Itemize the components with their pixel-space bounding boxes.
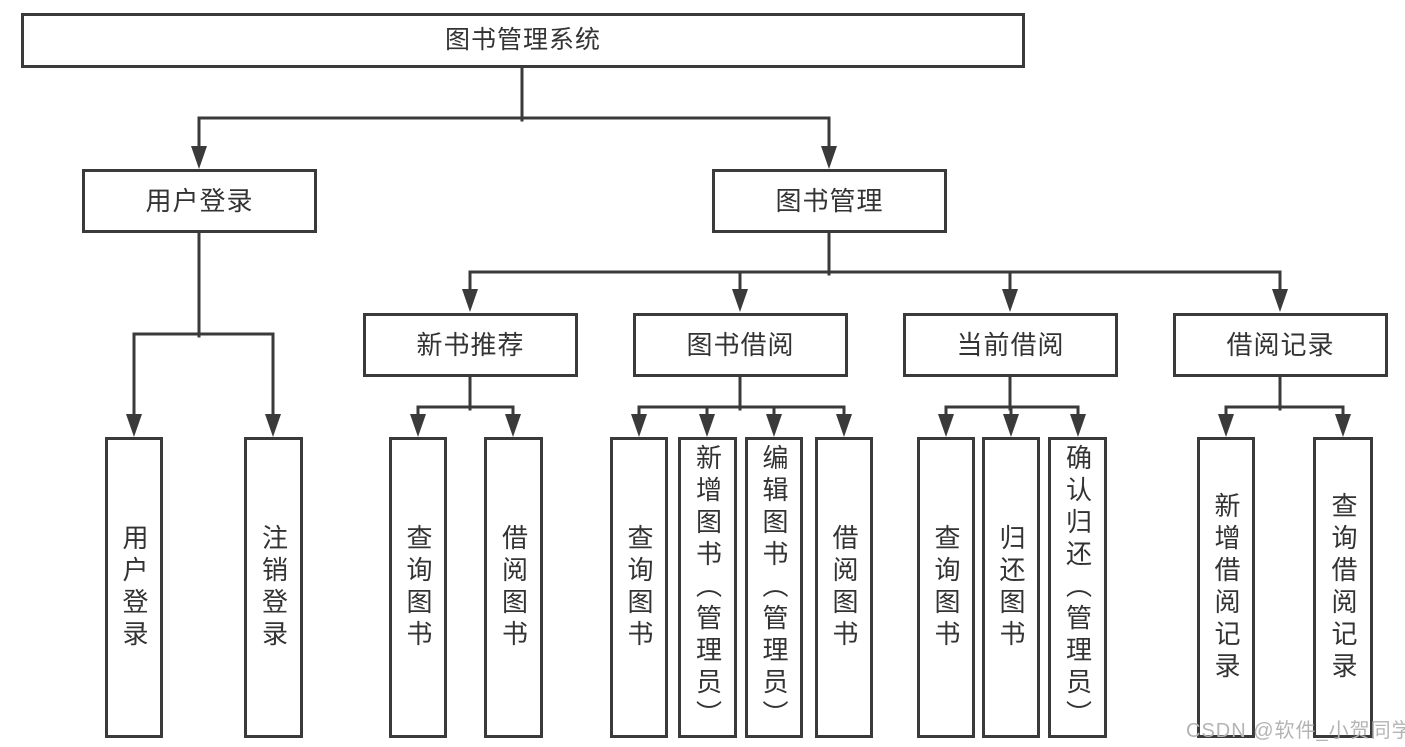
arrowhead <box>938 414 954 437</box>
arrowhead <box>631 414 647 437</box>
node-user-login: 用户登录 <box>82 169 317 233</box>
leaf-return-books-label: 归还图书 <box>996 523 1026 652</box>
leaf-logout: 注销登录 <box>244 437 303 738</box>
node-current-borrow: 当前借阅 <box>903 313 1118 377</box>
leaf-bor-borrow-books: 借阅图书 <box>815 437 873 738</box>
connector-bookmgmt-to-level3 <box>462 231 1288 312</box>
leaf-confirm-return-admin-label: 确认归还（管理员） <box>1062 443 1093 732</box>
leaf-rec-borrow-books-label: 借阅图书 <box>498 523 529 652</box>
leaf-return-books: 归还图书 <box>982 437 1040 738</box>
arrowhead <box>1218 414 1234 437</box>
node-user-login-label: 用户登录 <box>145 186 254 216</box>
connector-userlogin-to-leaves <box>126 231 281 437</box>
node-book-borrow-label: 图书借阅 <box>686 330 795 360</box>
arrowhead <box>410 414 426 437</box>
node-book-borrow: 图书借阅 <box>633 313 848 377</box>
leaf-edit-books-admin-label: 编辑图书（管理员） <box>759 443 789 732</box>
leaf-cur-query-books: 查询图书 <box>917 437 975 738</box>
arrowhead <box>1002 289 1018 312</box>
leaf-rec-borrow-books: 借阅图书 <box>484 437 543 738</box>
csdn-watermark: CSDN @软件_小贺同学 <box>1186 720 1405 742</box>
leaf-rec-query-books-label: 查询图书 <box>403 523 433 652</box>
arrowhead <box>462 289 478 312</box>
node-new-book-rec-label: 新书推荐 <box>416 330 525 360</box>
arrowhead <box>836 414 852 437</box>
arrowhead <box>699 414 715 437</box>
leaf-cur-query-books-label: 查询图书 <box>931 523 961 652</box>
leaf-add-borrow-record-label: 新增借阅记录 <box>1211 491 1241 684</box>
leaf-bor-borrow-books-label: 借阅图书 <box>829 523 859 652</box>
leaf-edit-books-admin: 编辑图书（管理员） <box>745 437 803 738</box>
leaf-logout-label: 注销登录 <box>258 523 289 652</box>
leaf-add-books-admin-label: 新增图书（管理员） <box>692 443 723 732</box>
leaf-rec-query-books: 查询图书 <box>389 437 447 738</box>
leaf-bor-query-books-label: 查询图书 <box>624 523 654 652</box>
leaf-query-borrow-record-label: 查询借阅记录 <box>1328 491 1358 684</box>
leaf-add-borrow-record: 新增借阅记录 <box>1197 437 1255 738</box>
arrowhead <box>732 289 748 312</box>
node-root: 图书管理系统 <box>21 13 1025 68</box>
node-current-borrow-label: 当前借阅 <box>956 330 1065 360</box>
leaf-query-borrow-record: 查询借阅记录 <box>1313 437 1373 738</box>
node-new-book-rec: 新书推荐 <box>363 313 578 377</box>
arrowhead <box>265 414 281 437</box>
node-borrow-record: 借阅记录 <box>1173 313 1388 377</box>
node-book-mgmt-label: 图书管理 <box>775 186 884 216</box>
connector-root-to-level2 <box>191 66 837 169</box>
connector-currentborrow-to-leaves <box>938 375 1086 437</box>
arrowhead <box>1003 414 1019 437</box>
node-borrow-record-label: 借阅记录 <box>1226 330 1335 360</box>
arrowhead <box>126 414 142 437</box>
leaf-bor-query-books: 查询图书 <box>610 437 668 738</box>
arrowhead <box>191 146 207 169</box>
arrowhead <box>1335 414 1351 437</box>
leaf-confirm-return-admin: 确认归还（管理员） <box>1048 437 1107 738</box>
connector-newbookrec-to-leaves <box>410 375 521 437</box>
connector-borrowrecord-to-leaves <box>1218 375 1351 437</box>
leaf-user-login: 用户登录 <box>105 437 163 738</box>
node-root-label: 图书管理系统 <box>444 26 601 54</box>
arrowhead <box>1070 414 1086 437</box>
connector-bookborrow-to-leaves <box>631 375 852 437</box>
leaf-user-login-label: 用户登录 <box>119 523 149 652</box>
leaf-add-books-admin: 新增图书（管理员） <box>678 437 737 738</box>
arrowhead <box>821 146 837 169</box>
arrowhead <box>505 414 521 437</box>
node-book-mgmt: 图书管理 <box>712 169 947 233</box>
arrowhead <box>1272 289 1288 312</box>
arrowhead <box>766 414 782 437</box>
